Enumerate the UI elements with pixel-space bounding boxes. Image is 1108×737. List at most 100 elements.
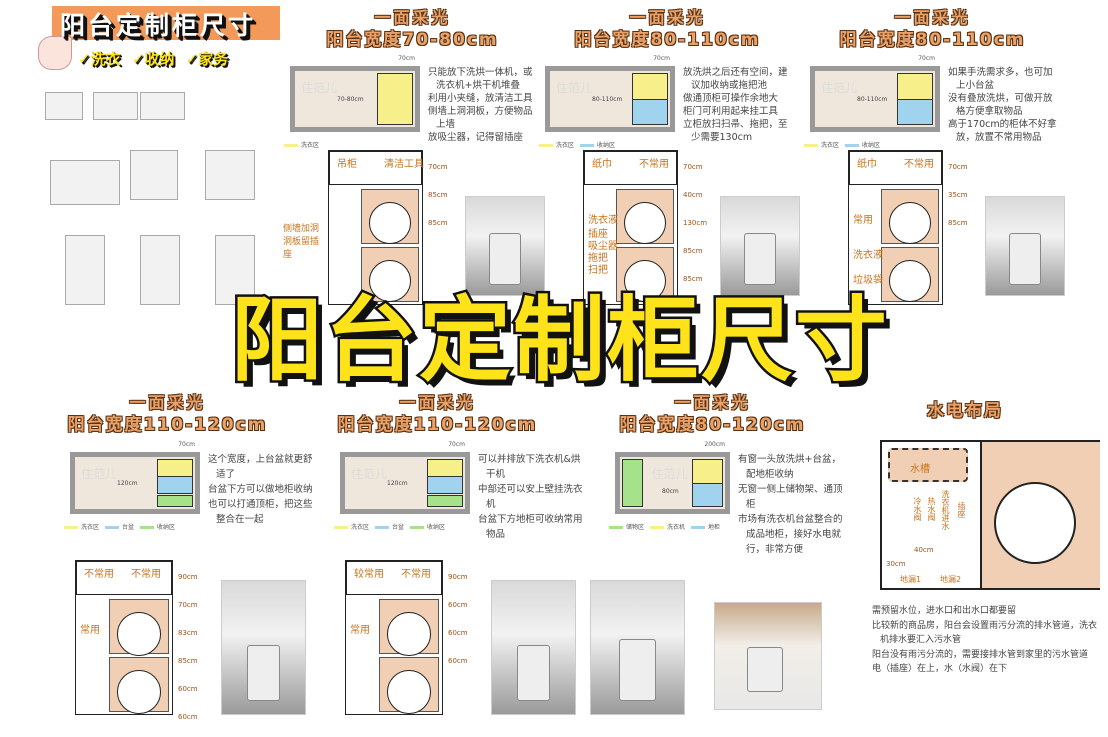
legend-label: 收纳区 — [862, 142, 881, 149]
thumbnail-sketch — [45, 92, 83, 120]
upper-cabinet — [329, 151, 422, 185]
machine-door — [889, 201, 932, 245]
dimension-label: 85cm — [683, 247, 703, 255]
legend-item: 储物区 — [603, 524, 644, 531]
section-header: 一面采光阳台宽度70-80cm — [285, 8, 540, 50]
dimension-label: 85cm — [178, 657, 198, 665]
machine-door — [624, 260, 667, 303]
upper-cabinet — [76, 561, 172, 595]
lighting-label: 一面采光 — [674, 393, 751, 412]
thumbnail-sketch — [140, 235, 180, 305]
bullet: 做通顶柜可操作余地大 — [683, 93, 779, 104]
legend-swatch — [845, 143, 860, 147]
laundry-zone — [427, 459, 463, 478]
ruler-dim: 70cm — [178, 441, 195, 448]
width-title: 阳台宽度110-120cm — [67, 415, 268, 435]
dim-40: 40cm — [914, 546, 934, 554]
dimension-label: 85cm — [948, 219, 968, 227]
legend-swatch — [64, 525, 78, 529]
plan-legend: 储物区洗衣机地柜 — [603, 522, 720, 531]
dimension-label: 40cm — [683, 191, 703, 199]
label-socket: 插座 — [957, 502, 966, 518]
legend-label: 洗衣区 — [821, 142, 840, 149]
thumbnail-sketch — [65, 235, 105, 305]
label-cold-valve: 冷水阀 — [913, 497, 922, 521]
bullet: 如果手洗需求多，也可加上小台盆 — [948, 67, 1053, 91]
machine-door — [889, 260, 932, 303]
plan-width-dim: 120cm — [117, 480, 138, 488]
sink-zone — [691, 483, 723, 507]
storage-zone — [157, 494, 193, 507]
thumbnail-sketch — [140, 92, 185, 120]
tag-laundry: ✓洗衣 — [78, 50, 121, 68]
dimension-label: 60cm — [448, 657, 468, 665]
label-sink: 水槽 — [910, 464, 930, 475]
watermark: 住范儿 — [556, 81, 593, 95]
bullet: 比较新的商品房，阳台会设置雨污分流的排水管道，洗衣机排水要汇入污水管 — [872, 620, 1098, 646]
width-title: 阳台宽度70-80cm — [326, 30, 499, 50]
plan-legend: 洗衣区 收纳区 — [798, 140, 880, 149]
pointing-hand-icon — [38, 36, 72, 70]
storage-zone — [897, 99, 933, 125]
legend-item: 洗衣区 — [533, 142, 574, 149]
tag-storage: ✓收纳 — [131, 50, 175, 68]
section-header: 一面采光阳台宽度80-110cm — [805, 8, 1060, 50]
legend-item: 洗衣区 — [328, 524, 369, 531]
width-title: 阳台宽度110-120cm — [337, 415, 538, 435]
utilities-title: 水电布局 — [890, 398, 1040, 421]
machine-door — [117, 670, 162, 714]
width-title: 阳台宽度80-110cm — [839, 30, 1026, 50]
label-drain-2: 地漏2 — [940, 575, 962, 584]
bullet: 高于170cm的柜体不好拿放，放置不常用物品 — [948, 119, 1057, 143]
legend-label: 台盆 — [392, 524, 405, 531]
machine-door — [369, 201, 412, 245]
photo-balcony — [221, 580, 306, 715]
bullet: 放洗烘之后还有空间，建议加收纳或拖把池 — [683, 67, 788, 91]
washer-in-photo — [489, 233, 521, 286]
utilities-bullets: 需预留水位，进水口和出水口都要留 比较新的商品房，阳台会设置雨污分流的排水管道，… — [872, 604, 1102, 677]
thumbnail-sketch — [215, 235, 255, 305]
washer-upper — [616, 189, 674, 245]
bullet: 无窗一侧上储物架、通顶柜 — [738, 484, 843, 510]
machine-door — [624, 201, 667, 245]
handwritten-label: 吊柜 — [337, 159, 357, 170]
bullet: 侧墙上洞洞板，方便物品上墙 — [428, 106, 533, 130]
utilities-diagram: 水槽 冷水阀 热水阀 洗衣机进水 插座 40cm 30cm 地漏1 地漏2 — [880, 440, 1100, 590]
legend-swatch — [105, 525, 120, 529]
thumbnail-sketch — [205, 150, 255, 200]
bullet: 这个宽度，上台盆就更舒适了 — [208, 454, 313, 480]
bullet-list: 只能放下洗烘一体机，或洗衣机+烘干机堆叠利用小夹缝，放清洁工具侧墙上洞洞板，方便… — [428, 66, 538, 144]
dimension-label: 60cm — [448, 629, 468, 637]
bullet-list: 这个宽度，上台盆就更舒适了台盆下方可以做地柜收纳也可以打通顶柜，把这些整合在一起 — [208, 452, 313, 527]
washer-in-photo — [516, 645, 551, 701]
legend-swatch — [539, 143, 553, 147]
bullet: 只能放下洗烘一体机，或洗衣机+烘干机堆叠 — [428, 67, 533, 91]
legend-label: 储物区 — [626, 524, 645, 531]
bullet: 有窗一头放洗烘+台盆，配地柜收纳 — [738, 454, 841, 480]
legend-swatch — [140, 525, 155, 529]
bullet-list: 可以并排放下洗衣机&烘干机中部还可以安上壁挂洗衣机台盆下方地柜可收纳常用物品 — [478, 452, 583, 542]
legend-swatch — [580, 143, 595, 147]
legend-swatch — [375, 525, 390, 529]
legend-swatch — [804, 143, 818, 147]
section-header: 一面采光阳台宽度80-110cm — [540, 8, 795, 50]
machine-door — [387, 670, 432, 714]
handwritten-label: 不常用 — [401, 569, 431, 580]
dimension-label: 90cm — [448, 573, 468, 581]
laundry-zone — [377, 73, 413, 125]
watermark: 住范儿 — [81, 467, 118, 481]
dimension-label: 60cm — [178, 685, 198, 693]
ruler-dim: 70cm — [398, 55, 415, 62]
washer-in-photo — [618, 638, 657, 701]
width-title: 阳台宽度80-110cm — [574, 30, 761, 50]
washer-in-photo — [746, 647, 783, 693]
handwritten-label: 不常用 — [639, 159, 669, 170]
laundry-zone — [157, 459, 193, 478]
laundry-zone — [632, 73, 668, 100]
legend-item: 台盆 — [99, 524, 134, 531]
watermark: 住范儿 — [821, 81, 858, 95]
